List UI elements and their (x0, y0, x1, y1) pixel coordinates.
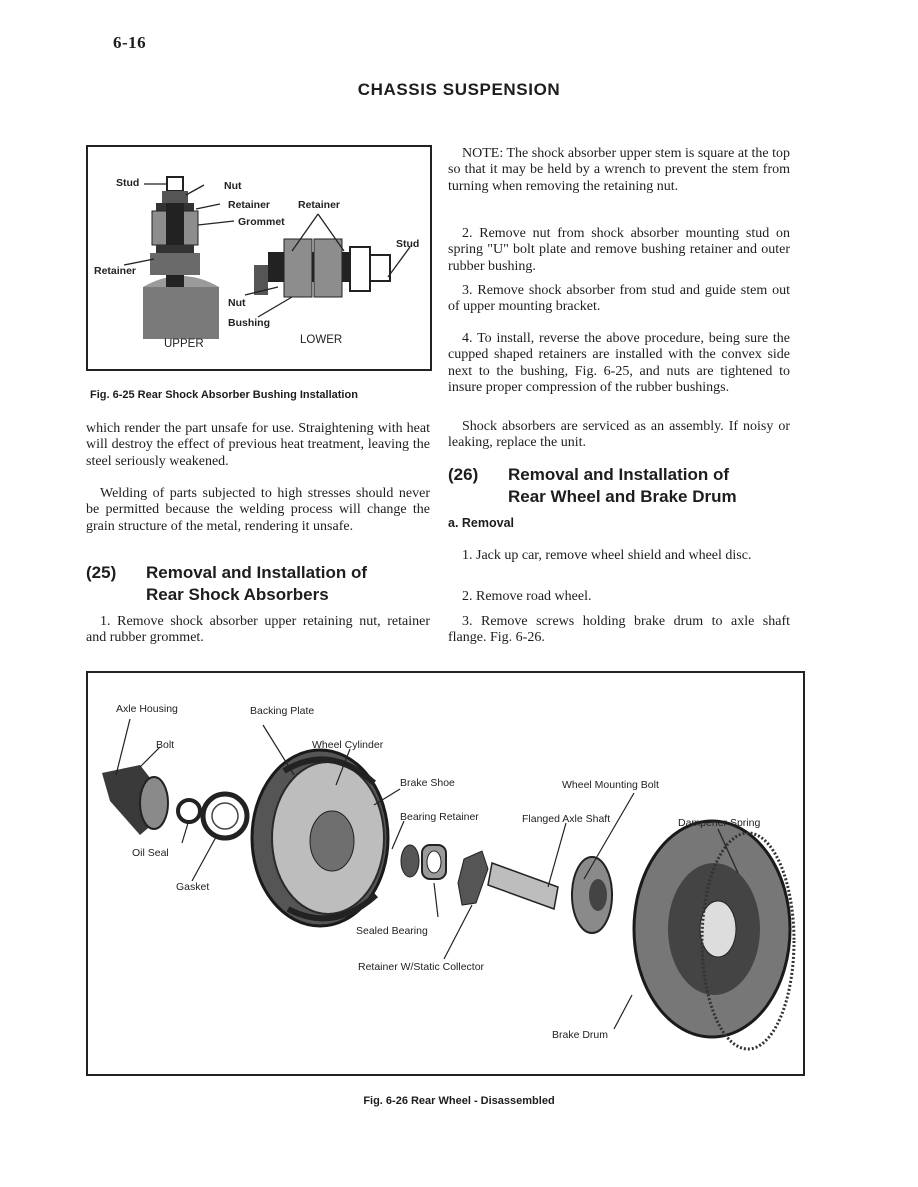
label-brake-drum: Brake Drum (552, 1029, 609, 1041)
rear-wheel-exploded-illustration (102, 718, 796, 1051)
section-25-title-line2: Rear Shock Absorbers (146, 585, 329, 604)
label-lower: LOWER (300, 334, 343, 346)
paragraph-step4: 4. To install, reverse the above procedu… (448, 331, 790, 395)
subheading-removal: a. Removal (448, 516, 515, 530)
paragraph-removal-3: 3. Remove screws holding brake drum to a… (448, 614, 790, 646)
shock-bushing-illustration (123, 176, 411, 339)
label-bolt: Bolt (156, 739, 175, 751)
label-gasket: Gasket (176, 881, 210, 893)
label-bushing: Bushing (228, 317, 270, 329)
label-stud-lower: Stud (396, 238, 420, 250)
label-retainer-upper: Retainer (228, 199, 271, 211)
section-26-title-line2: Rear Wheel and Brake Drum (508, 487, 737, 506)
figure-6-25: Stud Nut Retainer Retainer Grommet Stud … (86, 145, 432, 371)
section-26-number: (26) (448, 465, 479, 484)
label-dampener-spring: Dampener Spring (678, 817, 761, 829)
paragraph-removal-1: 1. Jack up car, remove wheel shield and … (462, 548, 752, 563)
paragraph-step2: 2. Remove nut from shock absorber mounti… (448, 226, 790, 274)
section-26-title-line1: Removal and Installation of (508, 465, 730, 484)
label-backing-plate: Backing Plate (250, 705, 315, 717)
paragraph-removal-2: 2. Remove road wheel. (462, 589, 592, 604)
label-bearing-retainer: Bearing Retainer (400, 811, 479, 823)
page-title: CHASSIS SUSPENSION (357, 80, 561, 99)
label-grommet: Grommet (238, 216, 285, 228)
page-number: 6-16 (113, 33, 147, 52)
section-25-title-line1: Removal and Installation of (146, 563, 368, 582)
label-nut-upper: Nut (224, 180, 242, 192)
label-oil-seal: Oil Seal (132, 847, 169, 859)
label-retainer-left: Retainer (94, 265, 137, 277)
label-axle-housing: Axle Housing (116, 703, 178, 715)
label-nut-lower: Nut (228, 297, 246, 309)
label-brake-shoe: Brake Shoe (400, 777, 455, 789)
label-wheel-cylinder: Wheel Cylinder (312, 739, 384, 751)
label-retainer-static-collector: Retainer W/Static Collector (358, 961, 485, 973)
paragraph-service: Shock absorbers are serviced as an assem… (448, 419, 790, 451)
label-retainer-lower: Retainer (298, 199, 341, 211)
section-25-heading: (25) Removal and Installation of Rear Sho… (86, 562, 430, 606)
paragraph-step3: 3. Remove shock absorber from stud and g… (448, 283, 790, 315)
figure-6-26-caption: Fig. 6-26 Rear Wheel - Disassembled (363, 1095, 555, 1107)
paragraph-note: NOTE: The shock absorber upper stem is s… (448, 146, 790, 194)
figure-6-25-caption: Fig. 6-25 Rear Shock Absorber Bushing In… (90, 389, 358, 401)
paragraph-step1-shock: 1. Remove shock absorber upper retaining… (86, 614, 430, 646)
paragraph-welding: Welding of parts subjected to high stres… (86, 486, 430, 534)
label-wheel-mounting-bolt: Wheel Mounting Bolt (562, 779, 659, 791)
label-stud-upper: Stud (116, 177, 140, 189)
label-sealed-bearing: Sealed Bearing (356, 925, 428, 937)
paragraph-straightening: which render the part unsafe for use. St… (86, 421, 430, 469)
figure-6-26: Axle Housing Bolt Backing Plate Wheel Cy… (86, 671, 805, 1076)
label-flanged-axle-shaft: Flanged Axle Shaft (522, 813, 611, 825)
section-26-heading: (26) Removal and Installation of Rear Whe… (448, 464, 790, 508)
section-25-number: (25) (86, 563, 117, 582)
label-upper: UPPER (164, 338, 204, 350)
